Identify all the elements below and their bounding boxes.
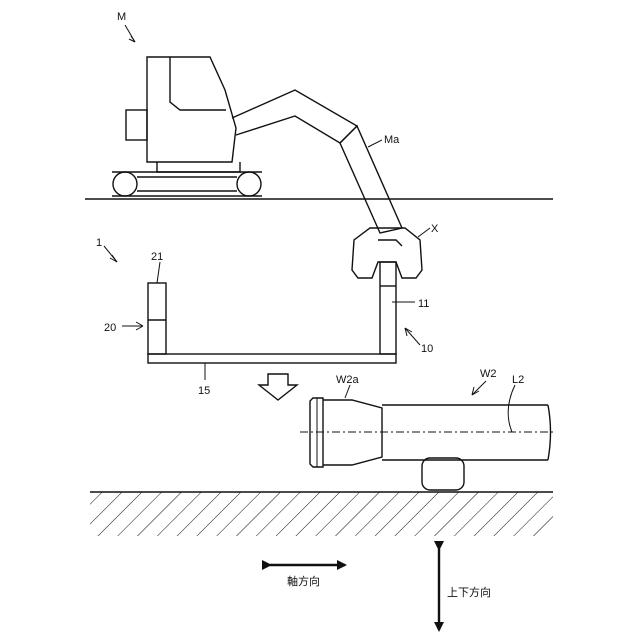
attachment-x (352, 228, 422, 278)
crawler-frame (157, 162, 240, 172)
label-10: 10 (421, 343, 433, 355)
lowering-arrow (259, 374, 297, 400)
grip-part-11 (380, 262, 396, 354)
label-m: M (117, 11, 126, 23)
counterweight (126, 110, 147, 140)
cab-window (170, 57, 226, 110)
label-ma: Ma (384, 134, 400, 146)
excavator (112, 57, 402, 233)
label-11: 11 (418, 298, 429, 310)
label-15: 15 (198, 385, 210, 397)
pipe-support-block (422, 458, 464, 490)
pipe-w2 (300, 398, 556, 490)
label-1: 1 (96, 237, 102, 249)
label-w2: W2 (480, 368, 497, 380)
crawler-wheel-left (113, 172, 137, 196)
base-beam-15 (148, 354, 396, 363)
boom (232, 90, 357, 143)
support-member-21 (148, 283, 166, 354)
label-vertical-direction: 上下方向 (447, 585, 491, 599)
ground-hatch (90, 492, 553, 536)
label-20: 20 (104, 322, 116, 334)
crawler-wheel-right (237, 172, 261, 196)
label-l2: L2 (512, 374, 524, 386)
label-axial-direction: 軸方向 (287, 574, 320, 588)
label-x: X (431, 223, 439, 235)
label-21: 21 (151, 251, 163, 263)
label-w2a: W2a (336, 374, 360, 386)
